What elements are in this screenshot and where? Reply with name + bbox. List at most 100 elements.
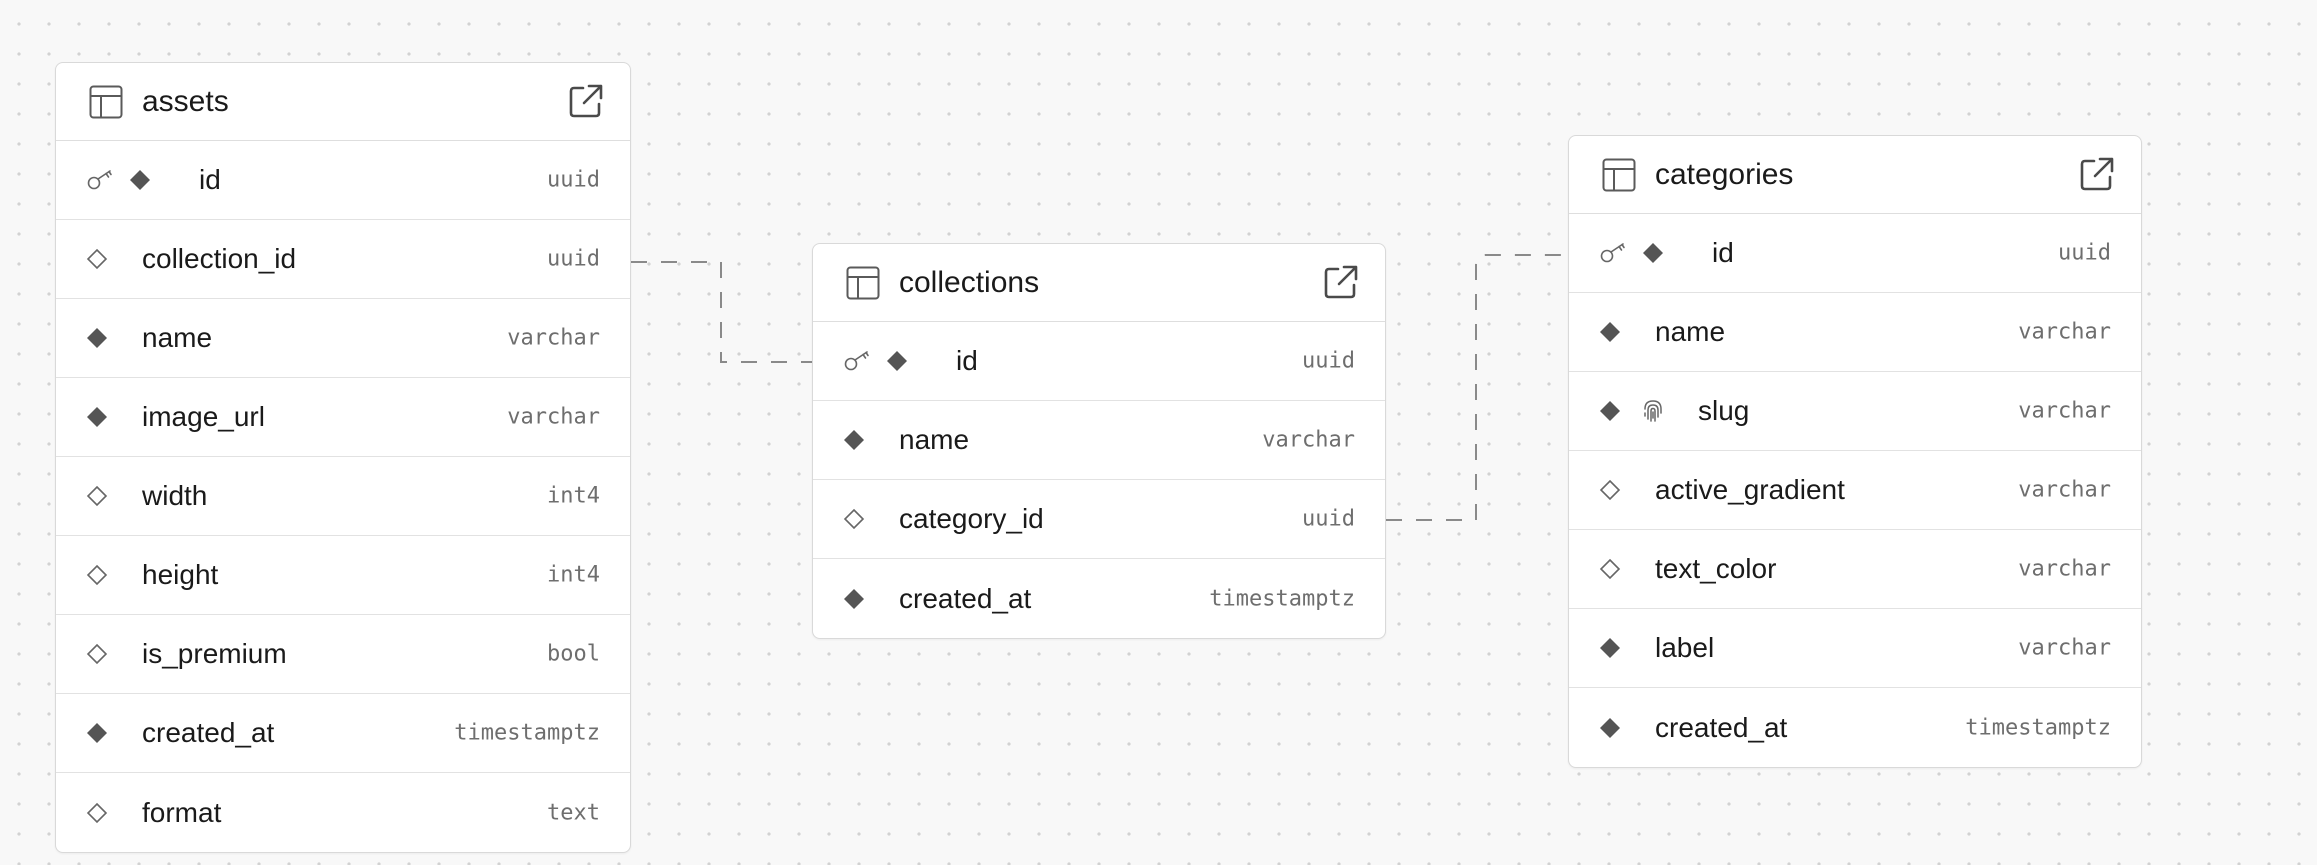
column-row-id[interactable]: id uuid [813, 322, 1385, 401]
table-icon [846, 266, 880, 300]
nullable-diamond-icon [1599, 479, 1621, 501]
column-row-created-at[interactable]: created_at timestamptz [56, 694, 630, 773]
nullable-diamond-icon [86, 248, 108, 270]
not-null-diamond-icon [1600, 322, 1620, 342]
column-name: is_premium [142, 638, 287, 669]
not-null-diamond-icon [87, 723, 107, 743]
column-name: name [899, 424, 970, 455]
nullable-diamond-icon [86, 485, 108, 507]
primary-key-icon [844, 351, 869, 371]
column-name: height [142, 559, 219, 590]
column-type: int4 [547, 483, 600, 509]
column-row-created-at[interactable]: created_at timestamptz [1569, 688, 2141, 767]
external-link-icon[interactable] [2079, 156, 2115, 192]
nullable-diamond-icon [86, 564, 108, 586]
column-row-format[interactable]: format text [56, 773, 630, 852]
table-card-collections[interactable]: collections id uuid name varchar category_id… [812, 243, 1386, 639]
nullable-diamond-icon [86, 643, 108, 665]
column-name: image_url [142, 401, 265, 432]
column-name: category_id [899, 503, 1044, 534]
column-name: text_color [1655, 553, 1777, 584]
column-list: id uuid name varchar category_id uuid created_… [813, 322, 1385, 638]
not-null-diamond-icon [1600, 717, 1620, 738]
not-null-diamond-icon [1600, 401, 1620, 421]
table-title: assets [142, 84, 229, 118]
not-null-diamond-icon [1643, 243, 1663, 263]
column-type: varchar [2018, 398, 2111, 424]
nullable-diamond-icon [86, 802, 108, 823]
column-row-width[interactable]: width int4 [56, 457, 630, 536]
not-null-diamond-icon [844, 588, 864, 609]
column-type: varchar [2018, 319, 2111, 345]
table-icon [1602, 158, 1636, 192]
column-name: collection_id [142, 243, 297, 274]
column-row-active-gradient[interactable]: active_gradient varchar [1569, 451, 2141, 530]
column-name: width [142, 480, 208, 511]
column-type: text [547, 800, 600, 825]
column-name: name [142, 322, 213, 353]
column-name: id [956, 345, 978, 376]
column-row-name[interactable]: name varchar [813, 401, 1385, 480]
column-type: int4 [547, 562, 600, 588]
column-name: label [1655, 632, 1715, 663]
column-type: timestamptz [454, 720, 600, 746]
not-null-diamond-icon [1600, 638, 1620, 658]
column-name: slug [1698, 395, 1750, 426]
relation-assets-collection-id-to-collections-id [631, 261, 812, 363]
not-null-diamond-icon [87, 407, 107, 427]
column-type: uuid [547, 246, 600, 272]
column-row-label[interactable]: label varchar [1569, 609, 2141, 688]
table-icon [89, 85, 123, 119]
column-row-id[interactable]: id uuid [56, 141, 630, 220]
column-type: varchar [2018, 477, 2111, 503]
column-row-is-premium[interactable]: is_premium bool [56, 615, 630, 694]
column-row-id[interactable]: id uuid [1569, 214, 2141, 293]
table-header: categories [1569, 136, 2141, 214]
column-row-collection-id[interactable]: collection_id uuid [56, 220, 630, 299]
not-null-diamond-icon [87, 328, 107, 348]
column-row-category-id[interactable]: category_id uuid [813, 480, 1385, 559]
column-type: timestamptz [1965, 715, 2111, 740]
table-title: collections [899, 265, 1040, 299]
column-row-image-url[interactable]: image_url varchar [56, 378, 630, 457]
table-header: assets [56, 63, 630, 141]
column-name: created_at [142, 717, 275, 748]
column-row-created-at[interactable]: created_at timestamptz [813, 559, 1385, 638]
table-card-assets[interactable]: assets id uuid collection_id uuid name varcha… [55, 62, 631, 853]
column-type: uuid [547, 167, 600, 193]
column-type: uuid [1302, 348, 1355, 374]
column-type: varchar [2018, 635, 2111, 661]
column-name: id [1712, 237, 1734, 268]
column-name: created_at [1655, 711, 1788, 743]
column-row-slug[interactable]: slug varchar [1569, 372, 2141, 451]
column-row-name[interactable]: name varchar [56, 299, 630, 378]
table-title: categories [1655, 157, 1794, 191]
primary-key-icon [87, 170, 112, 190]
external-link-icon[interactable] [1323, 264, 1359, 300]
column-row-height[interactable]: height int4 [56, 536, 630, 615]
column-type: uuid [2058, 240, 2111, 266]
column-type: varchar [507, 404, 600, 430]
column-name: active_gradient [1655, 474, 1845, 505]
not-null-diamond-icon [887, 351, 907, 371]
primary-key-icon [1600, 243, 1625, 263]
nullable-diamond-icon [843, 508, 865, 530]
relation-collections-category-id-to-categories-id [1386, 254, 1568, 521]
column-name: created_at [899, 582, 1032, 614]
external-link-icon[interactable] [568, 83, 604, 119]
not-null-diamond-icon [130, 170, 150, 190]
column-type: uuid [1302, 506, 1355, 532]
column-type: bool [547, 641, 600, 667]
column-type: timestamptz [1209, 586, 1355, 611]
column-name: format [142, 796, 222, 828]
column-type: varchar [1262, 427, 1355, 453]
column-name: id [199, 164, 221, 195]
column-type: varchar [507, 325, 600, 351]
